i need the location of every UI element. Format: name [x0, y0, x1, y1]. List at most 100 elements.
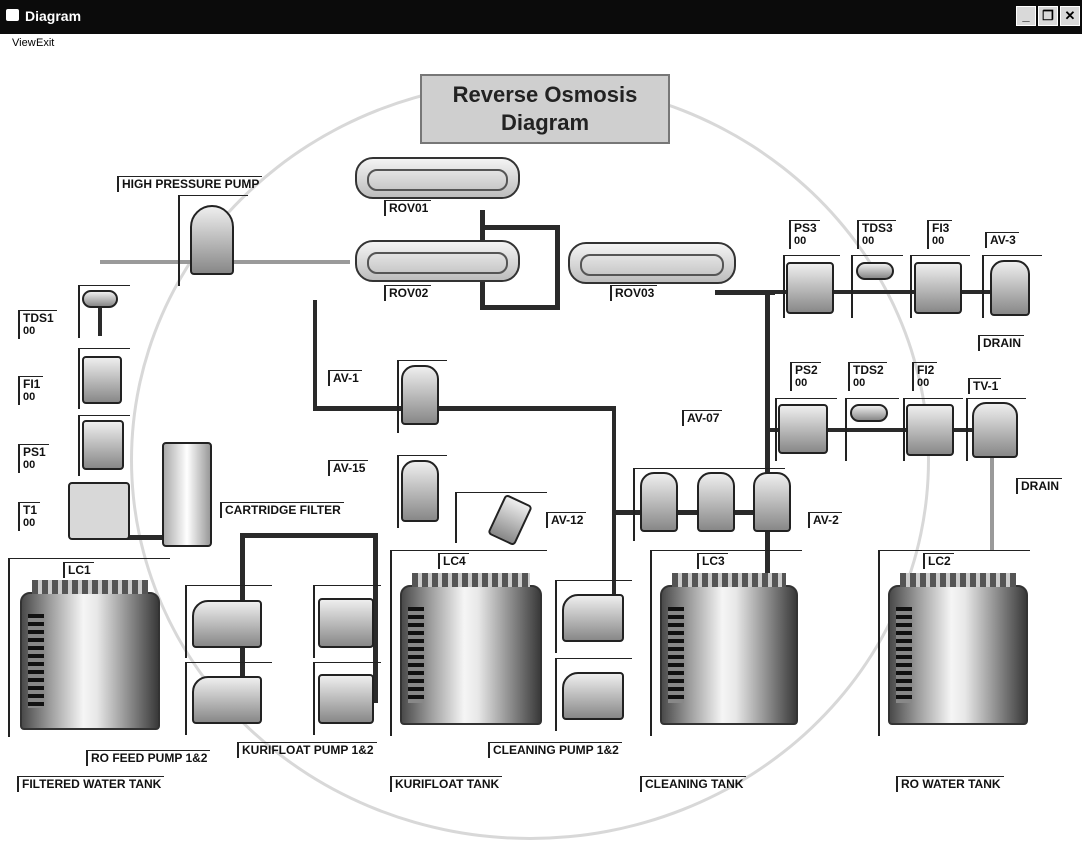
lc4-label: LC4: [438, 553, 469, 569]
rov03-vessel[interactable]: [568, 242, 736, 284]
fi3-flow-meter-icon[interactable]: [914, 262, 962, 314]
close-button[interactable]: ✕: [1060, 6, 1080, 26]
av12-label: AV-12: [546, 512, 586, 528]
pipe-segment: [313, 406, 613, 411]
lc2-label: LC2: [923, 553, 954, 569]
cleaning-tank[interactable]: [660, 585, 798, 725]
pipe-segment: [245, 533, 375, 538]
cleaning-pump-label: CLEANING PUMP 1&2: [488, 742, 622, 758]
cleaning-valve-1-icon[interactable]: [640, 472, 678, 532]
rov03-label: ROV03: [610, 285, 657, 301]
tank-ladder: [896, 607, 912, 703]
ps1-value: 00: [23, 459, 46, 472]
menu-exit[interactable]: Exit: [36, 37, 54, 49]
tank-ladder: [28, 614, 44, 708]
av2-label: AV-2: [808, 512, 842, 528]
fi3-name: FI3: [932, 221, 949, 235]
fi3-value: 00: [932, 235, 949, 248]
filtered-water-tank[interactable]: [20, 592, 160, 730]
rov02-label: ROV02: [384, 285, 431, 301]
tank-lid: [900, 573, 1016, 587]
fi1-name: FI1: [23, 377, 40, 391]
ro-water-tank-label: RO WATER TANK: [896, 776, 1004, 792]
app-icon: [6, 9, 19, 21]
av2-valve-icon[interactable]: [753, 472, 791, 532]
tds2-sensor-icon[interactable]: [850, 404, 888, 422]
fi1-label: FI100: [18, 376, 43, 405]
av3-label: AV-3: [985, 232, 1019, 248]
ps3-pressure-switch-icon[interactable]: [786, 262, 834, 314]
tank-lid: [32, 580, 148, 594]
ps1-name: PS1: [23, 445, 46, 459]
tds3-value: 00: [862, 235, 893, 248]
cartridge-filter-icon[interactable]: [162, 442, 212, 547]
diagram-title-line2: Diagram: [422, 109, 668, 137]
kurifloat-tank-label: KURIFLOAT TANK: [390, 776, 502, 792]
tds1-value: 00: [23, 325, 54, 338]
cleaning-pump-1-icon[interactable]: [562, 594, 624, 642]
menu-bar: View Exit: [0, 34, 1082, 52]
fi2-flow-meter-icon[interactable]: [906, 404, 954, 456]
pipe-segment: [555, 225, 560, 310]
kurifloat-tank[interactable]: [400, 585, 542, 725]
ro-feed-pump-label: RO FEED PUMP 1&2: [86, 750, 210, 766]
cleaning-tank-label: CLEANING TANK: [640, 776, 746, 792]
cleaning-pump-2-icon[interactable]: [562, 672, 624, 720]
ro-feed-pump-1-icon[interactable]: [192, 600, 262, 648]
high-pressure-pump-icon[interactable]: [190, 205, 234, 275]
high-pressure-pump-label: HIGH PRESSURE PUMP: [117, 176, 262, 192]
ps3-value: 00: [794, 235, 817, 248]
menu-view[interactable]: View: [12, 37, 36, 49]
diagram-title-panel: Reverse Osmosis Diagram: [420, 74, 670, 144]
av15-valve-icon[interactable]: [401, 460, 439, 522]
ps2-pressure-switch-icon[interactable]: [778, 404, 828, 454]
tds3-sensor-icon[interactable]: [856, 262, 894, 280]
tds1-name: TDS1: [23, 311, 54, 325]
ps3-name: PS3: [794, 221, 817, 235]
tank-ladder: [408, 607, 424, 703]
kurifloat-pump-1-icon[interactable]: [318, 598, 374, 648]
minimize-button[interactable]: _: [1016, 6, 1036, 26]
kurifloat-pump-2-icon[interactable]: [318, 674, 374, 724]
av07-label: AV-07: [682, 410, 722, 426]
tv1-valve-icon[interactable]: [972, 402, 1018, 458]
tank-lid: [672, 573, 786, 587]
tank-ladder: [668, 607, 684, 703]
tds2-name: TDS2: [853, 363, 884, 377]
restore-button[interactable]: ❐: [1038, 6, 1058, 26]
fi1-value: 00: [23, 391, 40, 404]
lc1-label: LC1: [63, 562, 94, 578]
cleaning-valve-2-icon[interactable]: [697, 472, 735, 532]
t1-label: T100: [18, 502, 40, 531]
title-bar: Diagram _ ❐ ✕: [0, 0, 1082, 34]
tds2-value: 00: [853, 377, 884, 390]
tv1-label: TV-1: [968, 378, 1001, 394]
ro-feed-pump-2-icon[interactable]: [192, 676, 262, 724]
pipe-segment: [480, 225, 560, 230]
rov01-label: ROV01: [384, 200, 431, 216]
av15-label: AV-15: [328, 460, 368, 476]
tds2-label: TDS200: [848, 362, 887, 391]
t1-gauge-icon[interactable]: [68, 482, 130, 540]
diagram-title-line1: Reverse Osmosis: [422, 81, 668, 109]
pipe-segment: [313, 300, 317, 410]
kurifloat-pump-label: KURIFLOAT PUMP 1&2: [237, 742, 377, 758]
rov02-vessel[interactable]: [355, 240, 520, 282]
av3-valve-icon[interactable]: [990, 260, 1030, 316]
ps1-pressure-switch-icon[interactable]: [82, 420, 124, 470]
filtered-water-tank-label: FILTERED WATER TANK: [17, 776, 164, 792]
fi2-name: FI2: [917, 363, 934, 377]
t1-name: T1: [23, 503, 37, 517]
av1-valve-icon[interactable]: [401, 365, 439, 425]
rov01-vessel[interactable]: [355, 157, 520, 199]
pipe-segment: [480, 305, 560, 310]
tank-lid: [412, 573, 530, 587]
fi1-flow-meter-icon[interactable]: [82, 356, 122, 404]
ro-water-tank[interactable]: [888, 585, 1028, 725]
tds1-sensor-icon[interactable]: [82, 290, 118, 308]
